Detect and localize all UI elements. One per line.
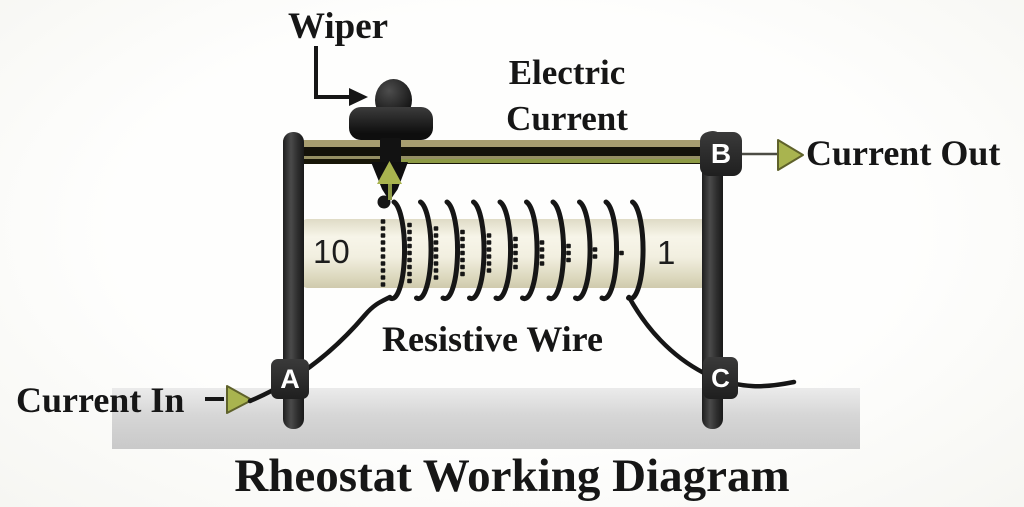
tube-scale-value-10: 10 — [313, 233, 350, 270]
terminal-c: C — [703, 357, 738, 399]
tube-scale-value-1: 1 — [657, 234, 676, 271]
resistive-wire-label: Resistive Wire — [382, 319, 603, 359]
terminal-a: A — [271, 359, 309, 399]
terminal-b: B — [700, 132, 742, 176]
wiper-stem — [380, 138, 401, 164]
electric-current-label: Electric Current — [469, 50, 665, 142]
slide-rail — [283, 140, 742, 164]
current-in-label: Current In — [16, 380, 185, 420]
wiper-green-stem — [388, 178, 392, 200]
ceramic-tube — [302, 219, 703, 288]
electric-current-line2: Current — [506, 99, 628, 139]
wiper-pointer-arrowhead-icon — [349, 88, 368, 106]
ground-base — [112, 388, 860, 449]
electric-current-line1: Electric — [508, 53, 626, 92]
current-out-label: Current Out — [806, 133, 1001, 173]
wiper-bar — [349, 107, 433, 140]
page-title: Rheostat Working Diagram — [234, 450, 790, 502]
wiper-label: Wiper — [288, 6, 389, 47]
current-out-arrow-icon — [777, 139, 804, 171]
wiper-pointer-line — [314, 46, 350, 99]
